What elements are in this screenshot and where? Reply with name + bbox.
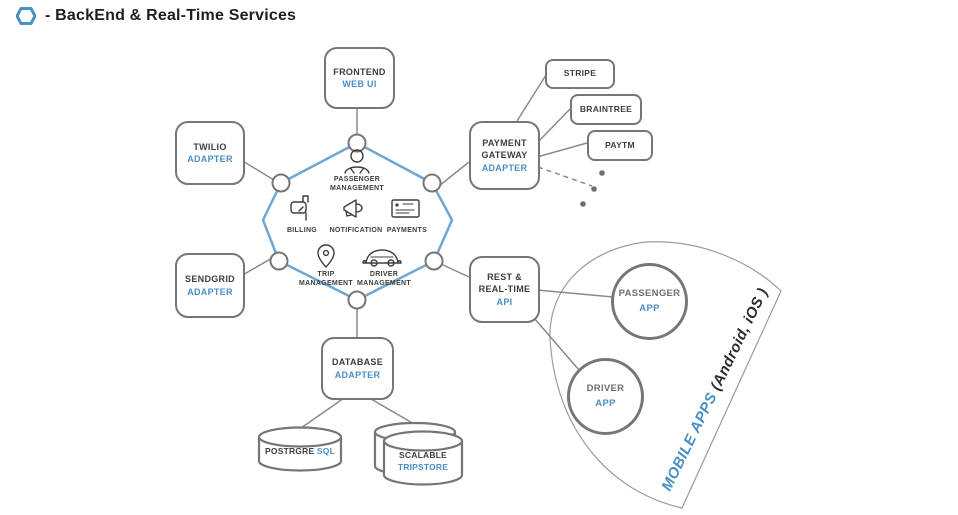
paytm-label: PAYTM <box>605 139 635 150</box>
slide-title: - BackEnd & Real-Time Services <box>16 6 296 26</box>
driver-management-label: DRIVER MANAGEMENT <box>357 271 411 288</box>
payments-label: PAYMENTS <box>386 227 428 234</box>
paytm-node: PAYTM <box>587 130 653 161</box>
payment-gateway-label2: GATEWAY <box>481 150 528 161</box>
port-upper-left <box>271 173 291 193</box>
twilio-sublabel: ADAPTER <box>187 154 233 164</box>
postgres-cylinder-top <box>257 426 343 448</box>
line-payment-stripe <box>516 74 547 122</box>
sendgrid-sublabel: ADAPTER <box>187 286 233 297</box>
port-lower-right <box>424 251 444 271</box>
database-sublabel: ADAPTER <box>334 369 381 380</box>
megaphone-icon <box>343 199 363 218</box>
frontend-webui-node: FRONTEND WEB UI <box>324 47 395 109</box>
line-twilio-hex <box>240 159 275 181</box>
mobile-apps-region <box>549 241 782 509</box>
port-bottom <box>347 290 367 310</box>
line-rest-passenger-app <box>536 289 614 298</box>
stripe-label: STRIPE <box>563 68 597 79</box>
page-title: - BackEnd & Real-Time Services <box>45 7 297 24</box>
line-payment-paytm <box>536 142 588 158</box>
tripstore-front-body <box>382 441 464 486</box>
payment-gateway-sublabel: ADAPTER <box>481 162 528 173</box>
rest-api-sublabel: API <box>496 296 513 307</box>
braintree-label: BRAINTREE <box>579 103 633 114</box>
driver-app-sublabel: APP <box>595 397 616 409</box>
driver-app-label: DRIVER <box>586 383 625 395</box>
line-rest-driver-app <box>533 317 580 371</box>
line-database-tripstore <box>365 395 415 425</box>
payment-gateway-label1: PAYMENT <box>482 138 527 149</box>
stripe-node: STRIPE <box>545 59 615 89</box>
more-providers-dots <box>580 170 605 207</box>
port-top <box>347 133 367 153</box>
connector-lines <box>240 74 614 429</box>
tripstore-db-label: SCALABLE TRIPSTORE <box>397 450 449 472</box>
sendgrid-label: SENDGRID <box>185 274 235 285</box>
hexagon-ports <box>269 133 444 310</box>
mailbox-icon <box>290 195 309 221</box>
line-sendgrid-hex <box>240 257 273 277</box>
rest-api-label1: REST & <box>487 272 522 283</box>
envelope-icon <box>391 199 420 218</box>
passenger-app-label: PASSENGER <box>618 288 681 300</box>
twilio-label: TWILIO <box>193 141 227 152</box>
rest-realtime-api-node: REST & REAL-TIME API <box>469 256 540 323</box>
line-rest-hex <box>440 263 470 278</box>
hexagon-outline-icon <box>16 7 36 25</box>
twilio-adapter-node: TWILIO ADAPTER <box>175 121 245 185</box>
notification-label: NOTIFICATION <box>329 227 383 234</box>
port-lower-left <box>269 251 289 271</box>
sendgrid-adapter-node: SENDGRID ADAPTER <box>175 253 245 318</box>
line-payment-hex <box>438 161 470 187</box>
braintree-node: BRAINTREE <box>570 94 642 125</box>
person-icon <box>344 149 370 174</box>
passenger-management-label: PASSENGER MANAGEMENT <box>330 176 384 193</box>
postgres-db-label: POSTRGRE SQL <box>265 446 335 456</box>
passenger-app-node: PASSENGER APP <box>611 263 688 340</box>
trip-management-label: TRIP MANAGEMENT <box>299 271 353 288</box>
driver-app-node: DRIVER APP <box>567 358 644 435</box>
billing-label: BILLING <box>286 227 318 234</box>
line-payment-more-dashed <box>537 166 593 187</box>
database-label: DATABASE <box>331 357 384 368</box>
frontend-label: FRONTEND <box>333 66 386 77</box>
payment-gateway-adapter-node: PAYMENT GATEWAY ADAPTER <box>469 121 540 190</box>
passenger-app-sublabel: APP <box>639 302 660 314</box>
tripstore-front-top <box>382 430 464 452</box>
database-adapter-node: DATABASE ADAPTER <box>321 337 394 400</box>
frontend-sublabel: WEB UI <box>342 79 377 89</box>
map-pin-icon <box>317 244 335 268</box>
line-database-postgres <box>300 395 348 429</box>
rest-api-label2: REAL-TIME <box>478 284 531 295</box>
line-payment-braintree <box>536 108 571 144</box>
car-icon <box>362 249 402 267</box>
database-cylinders <box>257 421 464 486</box>
port-upper-right <box>422 173 442 193</box>
